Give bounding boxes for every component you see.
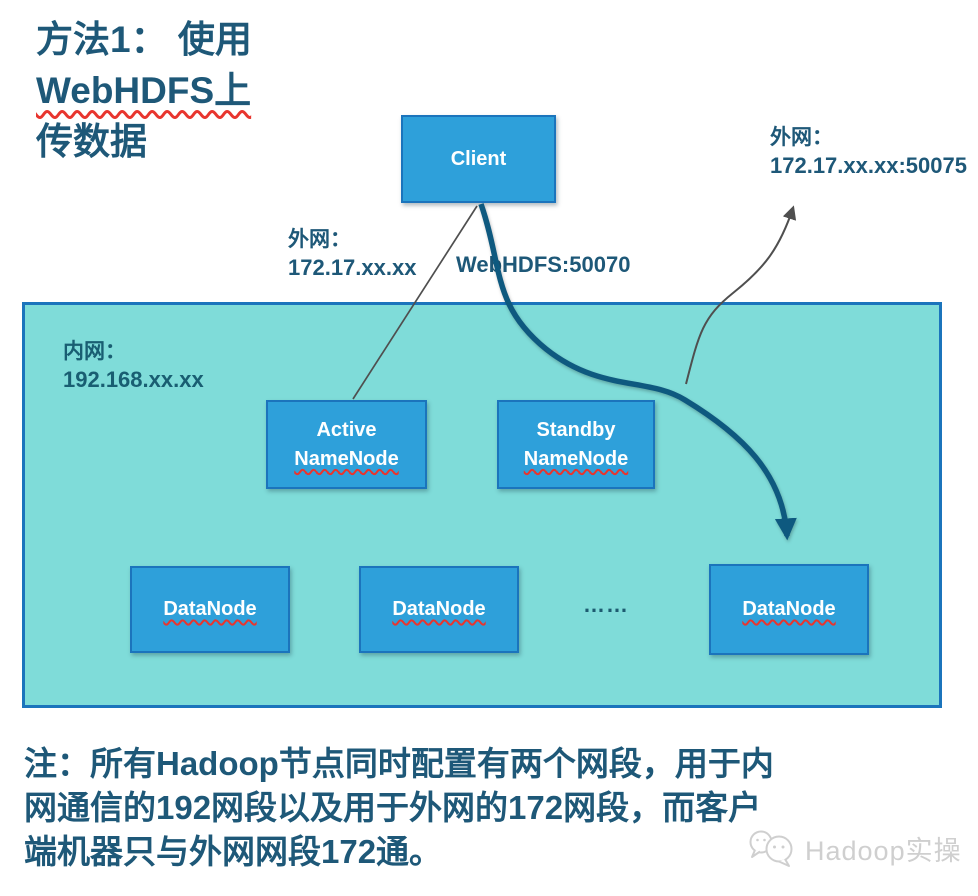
standby-namenode-label: NameNode [523, 447, 629, 470]
client-node: Client [401, 115, 556, 203]
internal-net-address: 192.168.xx.xx [63, 367, 204, 392]
external-net-address: 172.17.xx.xx [288, 255, 417, 280]
page-title: 方法1： 使用 WebHDFS上 传数据 [36, 14, 346, 167]
title-line2: WebHDFS上 [36, 70, 252, 111]
datanode-ellipsis: …… [583, 592, 629, 617]
datanode-3: DataNode [709, 564, 869, 655]
wechat-bubbles-icon [749, 830, 793, 867]
client-node-label: Client [450, 147, 507, 170]
webhdfs-port-label: WebHDFS:50070 [456, 252, 631, 277]
external-net-label-mid: 外网： 172.17.xx.xx [288, 226, 416, 282]
external-net-caption: 外网： [288, 228, 351, 251]
datanode-2-label: DataNode [392, 598, 486, 620]
standby-namenode-role: Standby [536, 418, 616, 441]
standby-namenode-node: Standby NameNode [497, 400, 655, 489]
external-net-label-top: 外网： 172.17.xx.xx:50075 [770, 124, 967, 180]
watermark-label: Hadoop实操 [805, 835, 962, 866]
datanode-1-label: DataNode [163, 598, 257, 620]
internal-net-label: 内网： 192.168.xx.xx [63, 338, 204, 394]
active-namenode-label: NameNode [294, 447, 399, 470]
footnote-line3: 端机器只与外网网段172通。 [24, 833, 443, 870]
watermark: Hadoop实操 [746, 828, 962, 868]
internal-net-caption: 内网： [63, 340, 126, 363]
active-namenode-role: Active [316, 418, 377, 441]
title-line3: 传数据 [36, 121, 147, 162]
footnote-line2: 网通信的192网段以及用于外网的172网段，而客户 [24, 789, 762, 826]
datanode-2: DataNode [359, 566, 519, 653]
active-namenode-node: Active NameNode [266, 400, 427, 489]
datanode-1: DataNode [130, 566, 290, 653]
title-line1: 方法1： 使用 [36, 19, 252, 60]
external-net-address-port: 172.17.xx.xx:50075 [770, 153, 967, 178]
footnote: 注：所有Hadoop节点同时配置有两个网段，用于内 网通信的192网段以及用于外… [24, 742, 964, 874]
footnote-line1: 注：所有Hadoop节点同时配置有两个网段，用于内 [24, 745, 774, 782]
datanode-3-label: DataNode [742, 598, 836, 620]
external-net-caption: 外网： [770, 126, 833, 149]
